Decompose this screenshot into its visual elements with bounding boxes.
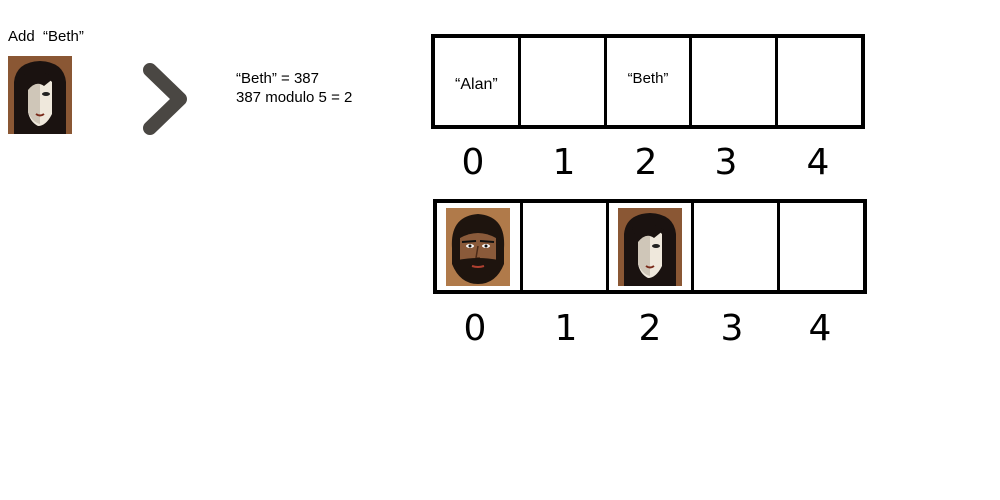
- modulo-text: 387 modulo 5 = 2: [236, 89, 353, 106]
- chevron-right-icon: [140, 60, 194, 138]
- beth-portrait-icon: [617, 207, 682, 286]
- index-label-4: 4: [806, 142, 830, 183]
- index-label-2: 2: [634, 142, 658, 183]
- hash-table-names: “Alan” “Beth”: [431, 34, 865, 129]
- table-cell-4: [780, 203, 863, 290]
- alan-portrait-icon: [446, 207, 511, 286]
- index-label-1: 1: [554, 308, 578, 349]
- hash-table-portraits: [433, 199, 867, 294]
- table-cell-0: “Alan”: [435, 38, 521, 125]
- index-label-3: 3: [720, 308, 744, 349]
- index-label-1: 1: [552, 142, 576, 183]
- table-cell-2: [609, 203, 695, 290]
- table-cell-3: [694, 203, 781, 290]
- index-label-3: 3: [714, 142, 738, 183]
- table-cell-3: [692, 38, 779, 125]
- table-cell-2: “Beth”: [607, 38, 693, 125]
- index-label-2: 2: [638, 308, 662, 349]
- index-label-4: 4: [808, 308, 832, 349]
- table-cell-1: [523, 203, 609, 290]
- table-cell-0: [437, 203, 523, 290]
- hash-calculation: “Beth” = 387 387 modulo 5 = 2: [236, 69, 352, 107]
- table-cell-4: [778, 38, 861, 125]
- beth-portrait-icon: [8, 56, 72, 134]
- table-cell-1: [521, 38, 607, 125]
- index-label-0: 0: [461, 142, 485, 183]
- index-label-0: 0: [463, 308, 487, 349]
- add-beth-label: Add “Beth”: [8, 28, 84, 45]
- hash-value-text: “Beth” = 387: [236, 70, 319, 87]
